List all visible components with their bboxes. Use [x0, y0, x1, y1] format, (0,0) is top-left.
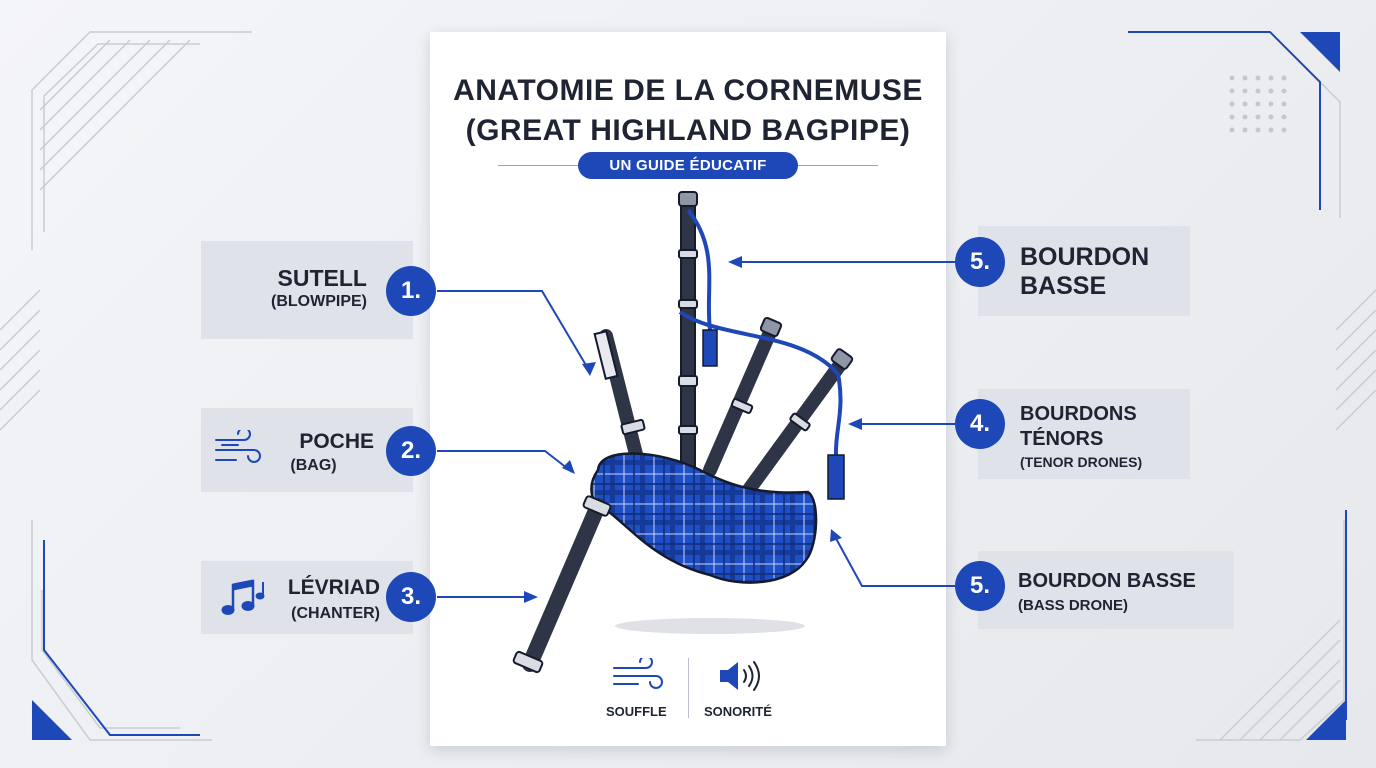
label-number-1: 1.	[386, 266, 436, 316]
label-name-blowpipe: SUTELL	[277, 265, 367, 291]
label-name-bass-drone-line2: BASSE	[1020, 272, 1107, 300]
chanter	[512, 495, 612, 674]
subtitle-badge: UN GUIDE ÉDUCATIF	[578, 152, 798, 179]
bass-drone	[678, 191, 698, 481]
label-name-tenor-line2: TÉNORS	[1020, 428, 1104, 450]
blowpipe	[593, 329, 647, 477]
wind-icon	[215, 430, 261, 463]
drone-cord	[678, 208, 843, 456]
wind-icon	[613, 658, 663, 689]
speaker-icon	[720, 661, 760, 691]
label-card-tenor-drones	[978, 389, 1190, 479]
bag	[590, 452, 818, 584]
footer-divider	[688, 658, 689, 718]
label-card-bass-drone	[978, 551, 1234, 629]
page-title-line2: (GREAT HIGHLAND BAGPIPE)	[465, 114, 911, 147]
label-sub-bag: (BAG)	[290, 457, 337, 474]
label-number-3: 3.	[386, 572, 436, 622]
label-number-2: 2.	[386, 426, 436, 476]
label-number-4: 4.	[955, 399, 1005, 449]
label-name-bag: POCHE	[299, 430, 374, 453]
subtitle-divider-right	[798, 165, 878, 166]
label-sub-tenor: (TENOR DRONES)	[1020, 454, 1143, 470]
label-name-tenor-line1: BOURDONS	[1020, 403, 1137, 425]
footer-label-sonorite: SONORITÉ	[704, 704, 772, 719]
label-name-chanter: LÉVRIAD	[287, 576, 380, 599]
subtitle-divider-left	[498, 165, 578, 166]
label-sub-blowpipe: (BLOWPIPE)	[271, 293, 367, 310]
label-number-5-bottom: 5.	[955, 561, 1005, 611]
page-title-line1: ANATOMIE DE LA CORNEMUSE	[453, 74, 923, 107]
label-card-chanter	[201, 561, 413, 634]
label-name-bass-drone-line1: BOURDON	[1020, 243, 1150, 271]
music-notes-icon	[221, 579, 265, 615]
label-name-bass-drone: BOURDON BASSE	[1018, 570, 1196, 592]
label-number-5-top: 5.	[955, 237, 1005, 287]
label-card-bass-drone-top	[978, 226, 1190, 316]
label-sub-chanter: (CHANTER)	[291, 605, 380, 622]
tenor-drones	[703, 316, 854, 502]
label-card-blowpipe	[201, 241, 413, 339]
label-sub-bass-drone: (BASS DRONE)	[1018, 597, 1129, 614]
label-connectors	[437, 261, 955, 598]
footer-label-souffle: SOUFFLE	[606, 704, 667, 719]
